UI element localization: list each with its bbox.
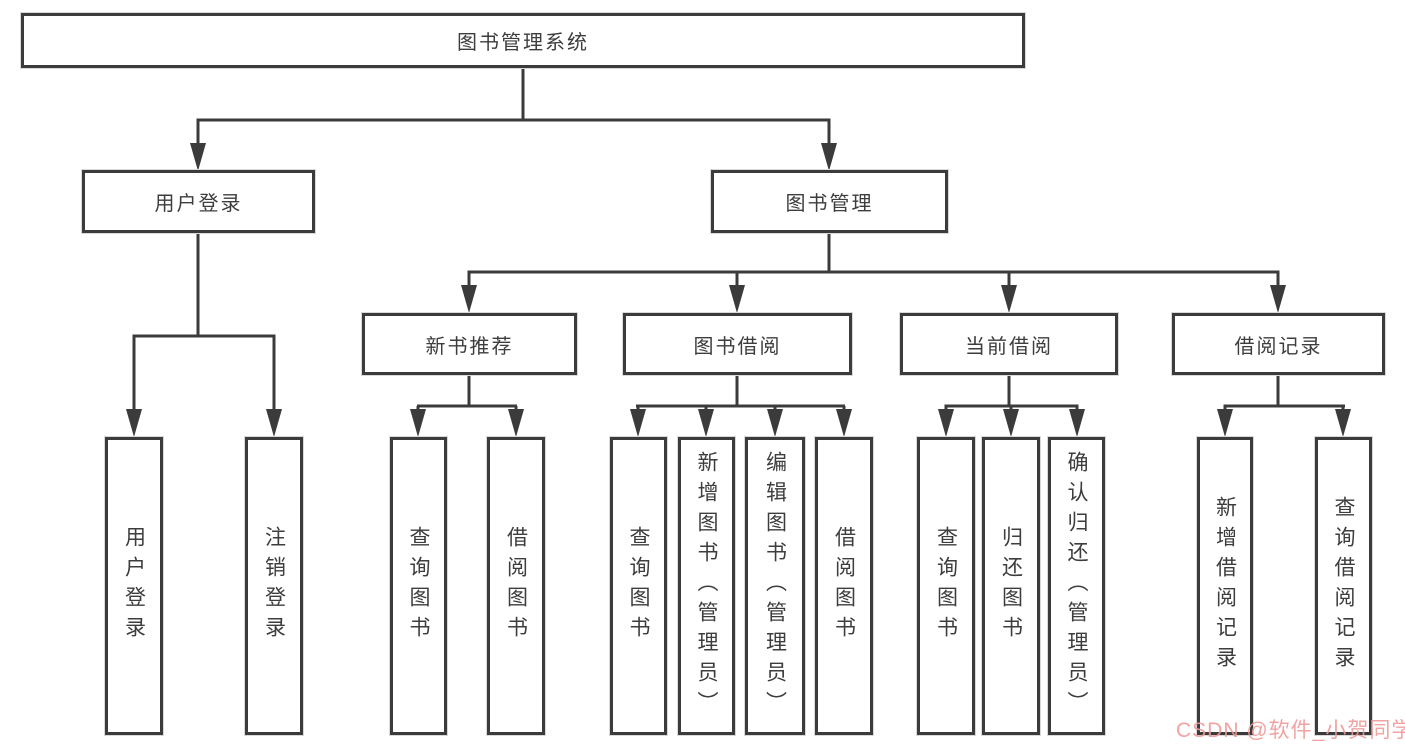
node-new-book-recommendation: 新书推荐 <box>362 313 577 375</box>
leaf-user-login: 用户登录 <box>105 437 163 735</box>
node-book-borrowing: 图书借阅 <box>623 313 852 375</box>
leaf-edit-books-admin: 编辑图书（管理员） <box>745 437 805 735</box>
leaf-add-borrow-record: 新增借阅记录 <box>1197 437 1253 735</box>
leaf-borrow-books: 借阅图书 <box>815 437 873 735</box>
node-book-management-system: 图书管理系统 <box>21 13 1025 68</box>
csdn-watermark: CSDN @软件_小贺同学 <box>1176 719 1405 742</box>
node-current-borrowing: 当前借阅 <box>900 313 1118 375</box>
leaf-logout: 注销登录 <box>245 437 303 735</box>
leaf-confirm-return-admin: 确认归还（管理员） <box>1048 437 1105 735</box>
node-user-login: 用户登录 <box>82 170 315 233</box>
leaf-query-books-recommend: 查询图书 <box>390 437 447 735</box>
leaf-return-books: 归还图书 <box>982 437 1040 735</box>
node-borrowing-records: 借阅记录 <box>1172 313 1385 375</box>
leaf-query-borrow-record: 查询借阅记录 <box>1315 437 1372 735</box>
leaf-query-books-borrow: 查询图书 <box>610 437 667 735</box>
node-book-management: 图书管理 <box>711 170 948 233</box>
leaf-borrow-books-recommend: 借阅图书 <box>487 437 545 735</box>
leaf-add-books-admin: 新增图书（管理员） <box>678 437 735 735</box>
leaf-query-books-current: 查询图书 <box>917 437 975 735</box>
